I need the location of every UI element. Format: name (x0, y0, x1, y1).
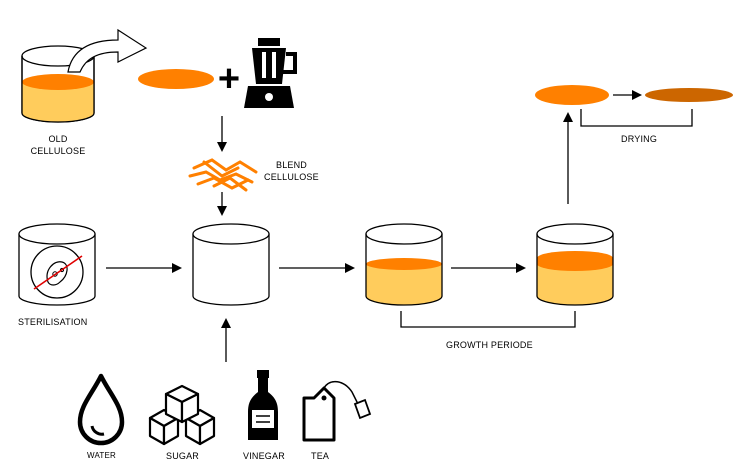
old-cellulose-beaker-icon (21, 45, 95, 123)
label-old-cellulose: CELLULOSE (30, 146, 86, 156)
blender-icon (244, 38, 297, 108)
growth-jar-early (365, 223, 443, 306)
sterile-jar-icon (18, 223, 96, 306)
label-tea: TEA (311, 451, 330, 461)
label-blend: BLEND (276, 160, 308, 170)
cellulose-disc (138, 69, 214, 89)
label-vinegar: VINEGAR (243, 451, 285, 461)
water-drop-icon (77, 373, 125, 446)
growth-period-bracket (400, 311, 576, 328)
drying-bracket (580, 109, 693, 127)
shredded-cellulose-icon (188, 158, 258, 192)
sugar-cubes-icon (148, 384, 216, 446)
wet-culture-disc (535, 85, 609, 105)
dried-culture-disc (645, 88, 733, 102)
plus-sign: + (218, 58, 240, 100)
label-growth-period: GROWTH PERIODE (446, 340, 533, 350)
label-water: WATER (87, 451, 116, 460)
curved-arrow-icon (67, 28, 148, 73)
label-blend-cellulose: CELLULOSE (264, 172, 319, 182)
label-old: OLD (48, 134, 68, 144)
tea-bag-icon (302, 380, 372, 442)
growth-jar-late (536, 223, 614, 306)
vinegar-bottle-icon (248, 370, 278, 440)
mixing-jar-icon (192, 223, 270, 306)
label-sugar: SUGAR (166, 451, 200, 461)
label-sterilisation: STERILISATION (18, 317, 88, 327)
label-drying: DRYING (621, 134, 658, 144)
